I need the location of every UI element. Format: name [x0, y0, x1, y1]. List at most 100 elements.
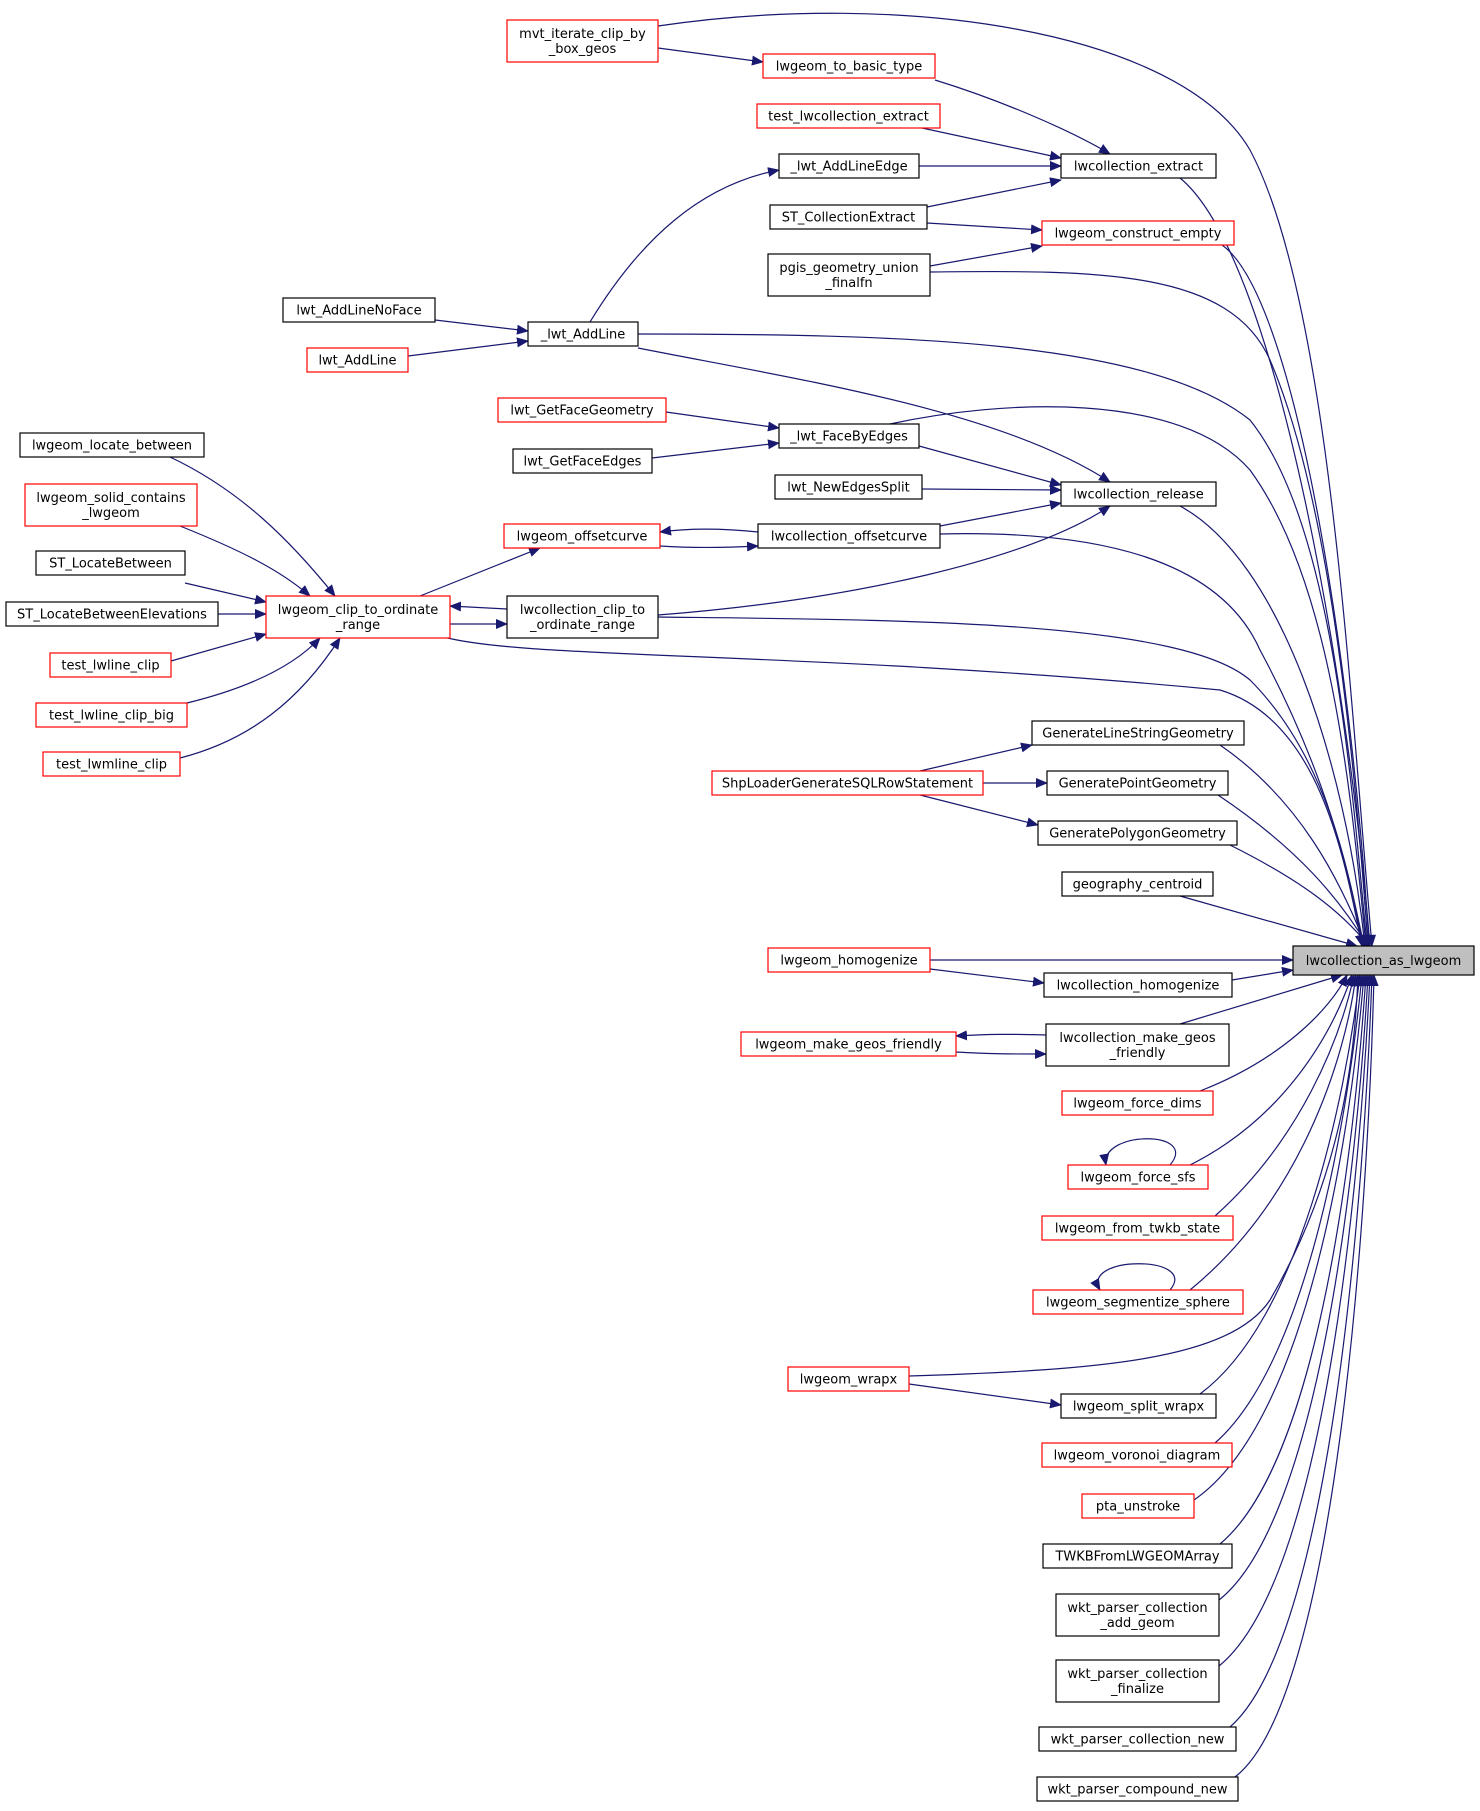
node-box[interactable]	[506, 19, 659, 63]
node-test_lwline_clip_big[interactable]: test_lwline_clip_big	[35, 702, 188, 728]
node-shp_loader[interactable]: ShpLoaderGenerateSQLRowStatement	[711, 770, 984, 796]
node-box[interactable]	[762, 53, 936, 79]
node-box[interactable]	[5, 601, 219, 627]
node-box[interactable]	[527, 321, 639, 347]
node-wkt_compound_new[interactable]: wkt_parser_compound_new	[1036, 1776, 1239, 1802]
node-box[interactable]	[1037, 820, 1238, 846]
node-root[interactable]: lwcollection_as_lwgeom	[1292, 945, 1475, 976]
node-force_dims[interactable]: lwgeom_force_dims	[1061, 1090, 1214, 1116]
node-locate_between[interactable]: lwgeom_locate_between	[19, 432, 205, 458]
node-box[interactable]	[1042, 1543, 1233, 1569]
node-box[interactable]	[49, 652, 172, 678]
node-box[interactable]	[1061, 1090, 1214, 1116]
node-pta_unstroke[interactable]: pta_unstroke	[1081, 1493, 1195, 1519]
node-box[interactable]	[506, 595, 659, 639]
node-box[interactable]	[1061, 871, 1214, 897]
node-lwt_add_line_priv[interactable]: _lwt_AddLine	[527, 321, 639, 347]
node-box[interactable]	[1055, 1593, 1220, 1637]
node-from_twkb[interactable]: lwgeom_from_twkb_state	[1041, 1215, 1234, 1241]
node-clip_ordinate[interactable]: lwgeom_clip_to_ordinate_range	[265, 595, 451, 639]
node-box[interactable]	[767, 947, 931, 973]
node-geog_centroid[interactable]: geography_centroid	[1061, 871, 1214, 897]
node-box[interactable]	[1041, 1215, 1234, 1241]
node-box[interactable]	[1067, 1164, 1209, 1190]
node-construct_empty[interactable]: lwgeom_construct_empty	[1041, 220, 1235, 246]
node-box[interactable]	[769, 204, 928, 230]
node-voronoi[interactable]: lwgeom_voronoi_diagram	[1041, 1442, 1233, 1468]
node-make_geos_friendly[interactable]: lwgeom_make_geos_friendly	[740, 1031, 957, 1057]
node-box[interactable]	[1041, 220, 1235, 246]
node-box[interactable]	[1081, 1493, 1195, 1519]
node-box[interactable]	[265, 595, 451, 639]
node-get_face_geom[interactable]: lwt_GetFaceGeometry	[497, 397, 667, 423]
node-coll_make_geos[interactable]: lwcollection_make_geos_friendly	[1045, 1023, 1230, 1067]
node-box[interactable]	[497, 397, 667, 423]
node-box[interactable]	[740, 1031, 957, 1057]
node-lwgeom_offsetcurve[interactable]: lwgeom_offsetcurve	[503, 523, 661, 549]
node-box[interactable]	[1060, 153, 1217, 179]
node-box[interactable]	[503, 523, 661, 549]
node-st_locate_elev[interactable]: ST_LocateBetweenElevations	[5, 601, 219, 627]
node-wrapx[interactable]: lwgeom_wrapx	[787, 1366, 910, 1392]
node-to_basic[interactable]: lwgeom_to_basic_type	[762, 53, 936, 79]
node-coll_homogenize[interactable]: lwcollection_homogenize	[1043, 972, 1233, 998]
node-segmentize_sphere[interactable]: lwgeom_segmentize_sphere	[1032, 1289, 1244, 1315]
node-box[interactable]	[1055, 1659, 1220, 1703]
node-gen_point[interactable]: GeneratePointGeometry	[1046, 770, 1229, 796]
node-box[interactable]	[757, 523, 941, 549]
node-split_wrapx[interactable]: lwgeom_split_wrapx	[1060, 1393, 1217, 1419]
node-wkt_finalize[interactable]: wkt_parser_collection_finalize	[1055, 1659, 1220, 1703]
node-add_line_noface[interactable]: lwt_AddLineNoFace	[282, 297, 436, 323]
node-coll_offsetcurve[interactable]: lwcollection_offsetcurve	[757, 523, 941, 549]
node-box[interactable]	[282, 297, 436, 323]
node-box[interactable]	[42, 751, 181, 777]
node-pgis_union[interactable]: pgis_geometry_union_finalfn	[767, 253, 931, 297]
node-box[interactable]	[778, 423, 920, 449]
node-face_by_edges[interactable]: _lwt_FaceByEdges	[778, 423, 920, 449]
node-box[interactable]	[1046, 770, 1229, 796]
node-box[interactable]	[1036, 1776, 1239, 1802]
node-box[interactable]	[1041, 1442, 1233, 1468]
node-box[interactable]	[35, 550, 186, 576]
node-box[interactable]	[1038, 1726, 1237, 1752]
node-test_extract[interactable]: test_lwcollection_extract	[756, 103, 941, 129]
node-wkt_add_geom[interactable]: wkt_parser_collection_add_geom	[1055, 1593, 1220, 1637]
node-solid_contains[interactable]: lwgeom_solid_contains_lwgeom	[24, 483, 198, 527]
node-mvt[interactable]: mvt_iterate_clip_by_box_geos	[506, 19, 659, 63]
node-box[interactable]	[1031, 720, 1245, 746]
node-box[interactable]	[1060, 481, 1217, 507]
node-test_lwmline_clip[interactable]: test_lwmline_clip	[42, 751, 181, 777]
node-add_line_edge[interactable]: _lwt_AddLineEdge	[778, 153, 920, 179]
node-box[interactable]	[24, 483, 198, 527]
node-gen_polygon[interactable]: GeneratePolygonGeometry	[1037, 820, 1238, 846]
node-box[interactable]	[756, 103, 941, 129]
node-box[interactable]	[711, 770, 984, 796]
node-coll_extract[interactable]: lwcollection_extract	[1060, 153, 1217, 179]
node-coll_clip_ordinate[interactable]: lwcollection_clip_to_ordinate_range	[506, 595, 659, 639]
node-box[interactable]	[767, 253, 931, 297]
node-test_lwline_clip[interactable]: test_lwline_clip	[49, 652, 172, 678]
node-box[interactable]	[35, 702, 188, 728]
node-coll_release[interactable]: lwcollection_release	[1060, 481, 1217, 507]
node-wkt_coll_new[interactable]: wkt_parser_collection_new	[1038, 1726, 1237, 1752]
node-box[interactable]	[1060, 1393, 1217, 1419]
node-gen_linestring[interactable]: GenerateLineStringGeometry	[1031, 720, 1245, 746]
node-box[interactable]	[19, 432, 205, 458]
node-box[interactable]	[787, 1366, 910, 1392]
node-force_sfs[interactable]: lwgeom_force_sfs	[1067, 1164, 1209, 1190]
node-new_edges_split[interactable]: lwt_NewEdgesSplit	[774, 474, 923, 500]
node-homogenize[interactable]: lwgeom_homogenize	[767, 947, 931, 973]
node-box[interactable]	[1032, 1289, 1244, 1315]
node-st_locate_between[interactable]: ST_LocateBetween	[35, 550, 186, 576]
node-box[interactable]	[1043, 972, 1233, 998]
node-box[interactable]	[778, 153, 920, 179]
node-box[interactable]	[1292, 945, 1475, 976]
node-get_face_edges[interactable]: lwt_GetFaceEdges	[512, 448, 653, 474]
node-box[interactable]	[774, 474, 923, 500]
node-twkb_array[interactable]: TWKBFromLWGEOMArray	[1042, 1543, 1233, 1569]
node-box[interactable]	[1045, 1023, 1230, 1067]
node-box[interactable]	[306, 347, 409, 373]
node-st_coll_extract[interactable]: ST_CollectionExtract	[769, 204, 928, 230]
node-box[interactable]	[512, 448, 653, 474]
node-lwt_add_line[interactable]: lwt_AddLine	[306, 347, 409, 373]
